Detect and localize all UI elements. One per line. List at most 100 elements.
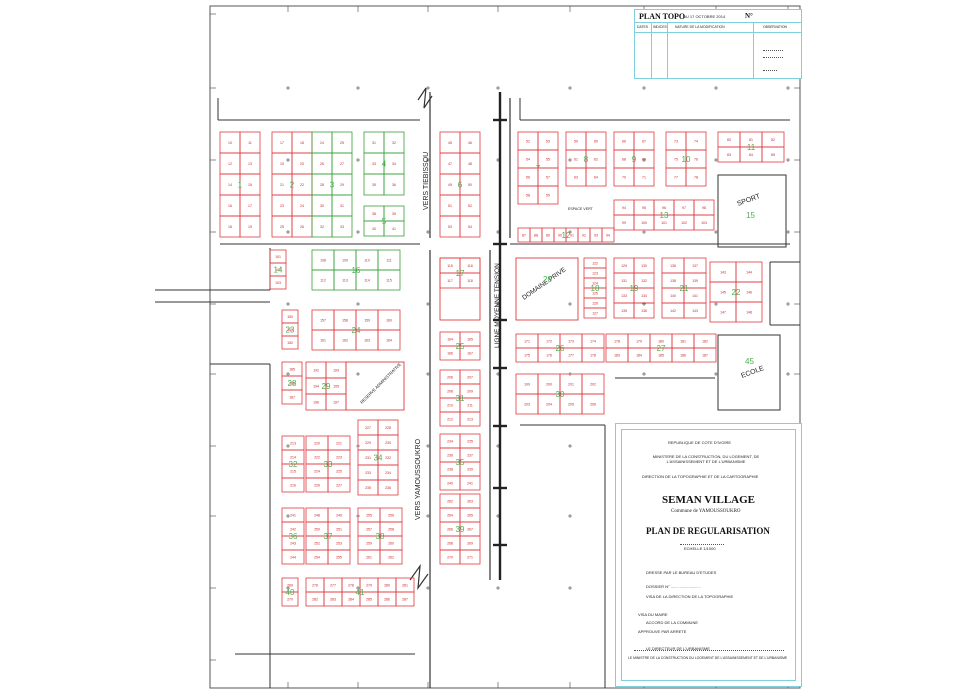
parcel-number: 78: [694, 176, 698, 180]
cartouche-line1: DRESSE PAR LE BUREAU D'ETUDES: [646, 570, 717, 575]
parcel-number: 52: [526, 140, 530, 144]
parcel-number: 101: [275, 255, 281, 259]
parcel-number: 173: [568, 340, 574, 344]
parcel-number: 234: [385, 471, 391, 475]
parcel-number: 281: [402, 584, 408, 588]
parcel-number: 225: [336, 470, 342, 474]
parcel-number: 284: [348, 598, 354, 602]
parcel-number: 196: [313, 401, 319, 405]
parcel-number: 204: [546, 403, 552, 407]
parcel-number: 152: [287, 341, 293, 345]
parcel-number: 232: [385, 456, 391, 460]
domaine-right-area: [439, 257, 481, 321]
parcel-number: 250: [314, 528, 320, 532]
parcel-number: 203: [524, 403, 530, 407]
parcel-number: 21: [280, 183, 284, 187]
roads: [155, 98, 800, 688]
parcel-number: 127: [592, 312, 598, 316]
parcel-number: 36: [392, 183, 396, 187]
parcel-number: 237: [467, 454, 473, 458]
parcel-number: 62: [594, 158, 598, 162]
parcel: [331, 215, 353, 238]
block-number: 38: [376, 532, 385, 541]
block-number: 35: [456, 458, 465, 467]
parcel-number: 64: [594, 176, 598, 180]
parcel-number: 138: [670, 279, 676, 283]
parcel-number: 16: [228, 204, 232, 208]
parcel: [281, 477, 305, 493]
sport-label: SPORT: [736, 193, 762, 208]
parcel-number: 80: [727, 138, 731, 142]
parcel: [683, 302, 707, 319]
block-number: 18: [591, 284, 600, 293]
parcel-number: 18: [300, 141, 304, 145]
parcel-number: 253: [336, 542, 342, 546]
parcel-number: 229: [365, 441, 371, 445]
parcel-number: 67: [642, 140, 646, 144]
col-nature: NATURE DE LA MODIFICATION: [675, 25, 725, 29]
parcel-number: 234: [447, 440, 453, 444]
parcel: [537, 185, 559, 205]
parcel-number: 40: [372, 227, 376, 231]
parcel: [281, 335, 299, 350]
parcel-number: 82: [771, 138, 775, 142]
parcel: [459, 475, 481, 491]
parcel-number: 143: [692, 309, 698, 313]
parcel: [601, 227, 615, 243]
parcel: [281, 591, 299, 607]
parcel-number: 256: [388, 514, 394, 518]
parcel: [327, 477, 351, 493]
title-block: PLAN TOPO DU 17 OCTOBRE 2014 N° DATES IN…: [634, 9, 802, 79]
parcel-number: 179: [636, 340, 642, 344]
title-block-date: DU 17 OCTOBRE 2014: [683, 14, 726, 19]
parcel-number: 70: [622, 176, 626, 180]
parcel-number: 147: [720, 311, 726, 315]
parcel-number: 257: [366, 528, 372, 532]
parcel-number: 111: [386, 259, 391, 263]
parcel-number: 84: [749, 153, 753, 157]
block-number: 27: [657, 344, 666, 353]
parcel-number: 282: [312, 598, 318, 602]
parcel: [633, 302, 655, 319]
parcel: [383, 220, 405, 237]
block-number: 5: [382, 217, 387, 226]
parcel-number: 201: [568, 383, 574, 387]
parcel: [761, 146, 785, 163]
block-number: 3: [330, 181, 335, 190]
parcel-number: 269: [467, 542, 473, 546]
parcel-number: 33: [340, 225, 344, 229]
block-number: 9: [632, 155, 637, 164]
block-number: 6: [458, 181, 463, 190]
parcel: [377, 479, 399, 496]
parcel-number: 263: [467, 500, 473, 504]
title-block-number: N°: [745, 12, 753, 20]
parcel: [459, 411, 481, 427]
parcel-number: 137: [692, 264, 698, 268]
parcel-number: 20: [300, 162, 304, 166]
sport-area: [717, 174, 787, 248]
parcel-number: 124: [592, 282, 598, 286]
parcel: [395, 591, 415, 607]
parcel-number: 187: [702, 354, 708, 358]
block-number: 7: [536, 164, 541, 173]
parcel-number: 51: [448, 204, 452, 208]
parcel: [239, 215, 261, 238]
parcel-number: 192: [313, 369, 319, 373]
block-number: 25: [456, 342, 465, 351]
parcel-number: 97: [682, 206, 686, 210]
parcel-number: 132: [641, 279, 647, 283]
parcel-number: 227: [336, 484, 342, 488]
parcel-number: 17: [280, 141, 284, 145]
parcel-number: 174: [590, 340, 596, 344]
block-number: 24: [352, 326, 361, 335]
block-number: 10: [682, 155, 691, 164]
